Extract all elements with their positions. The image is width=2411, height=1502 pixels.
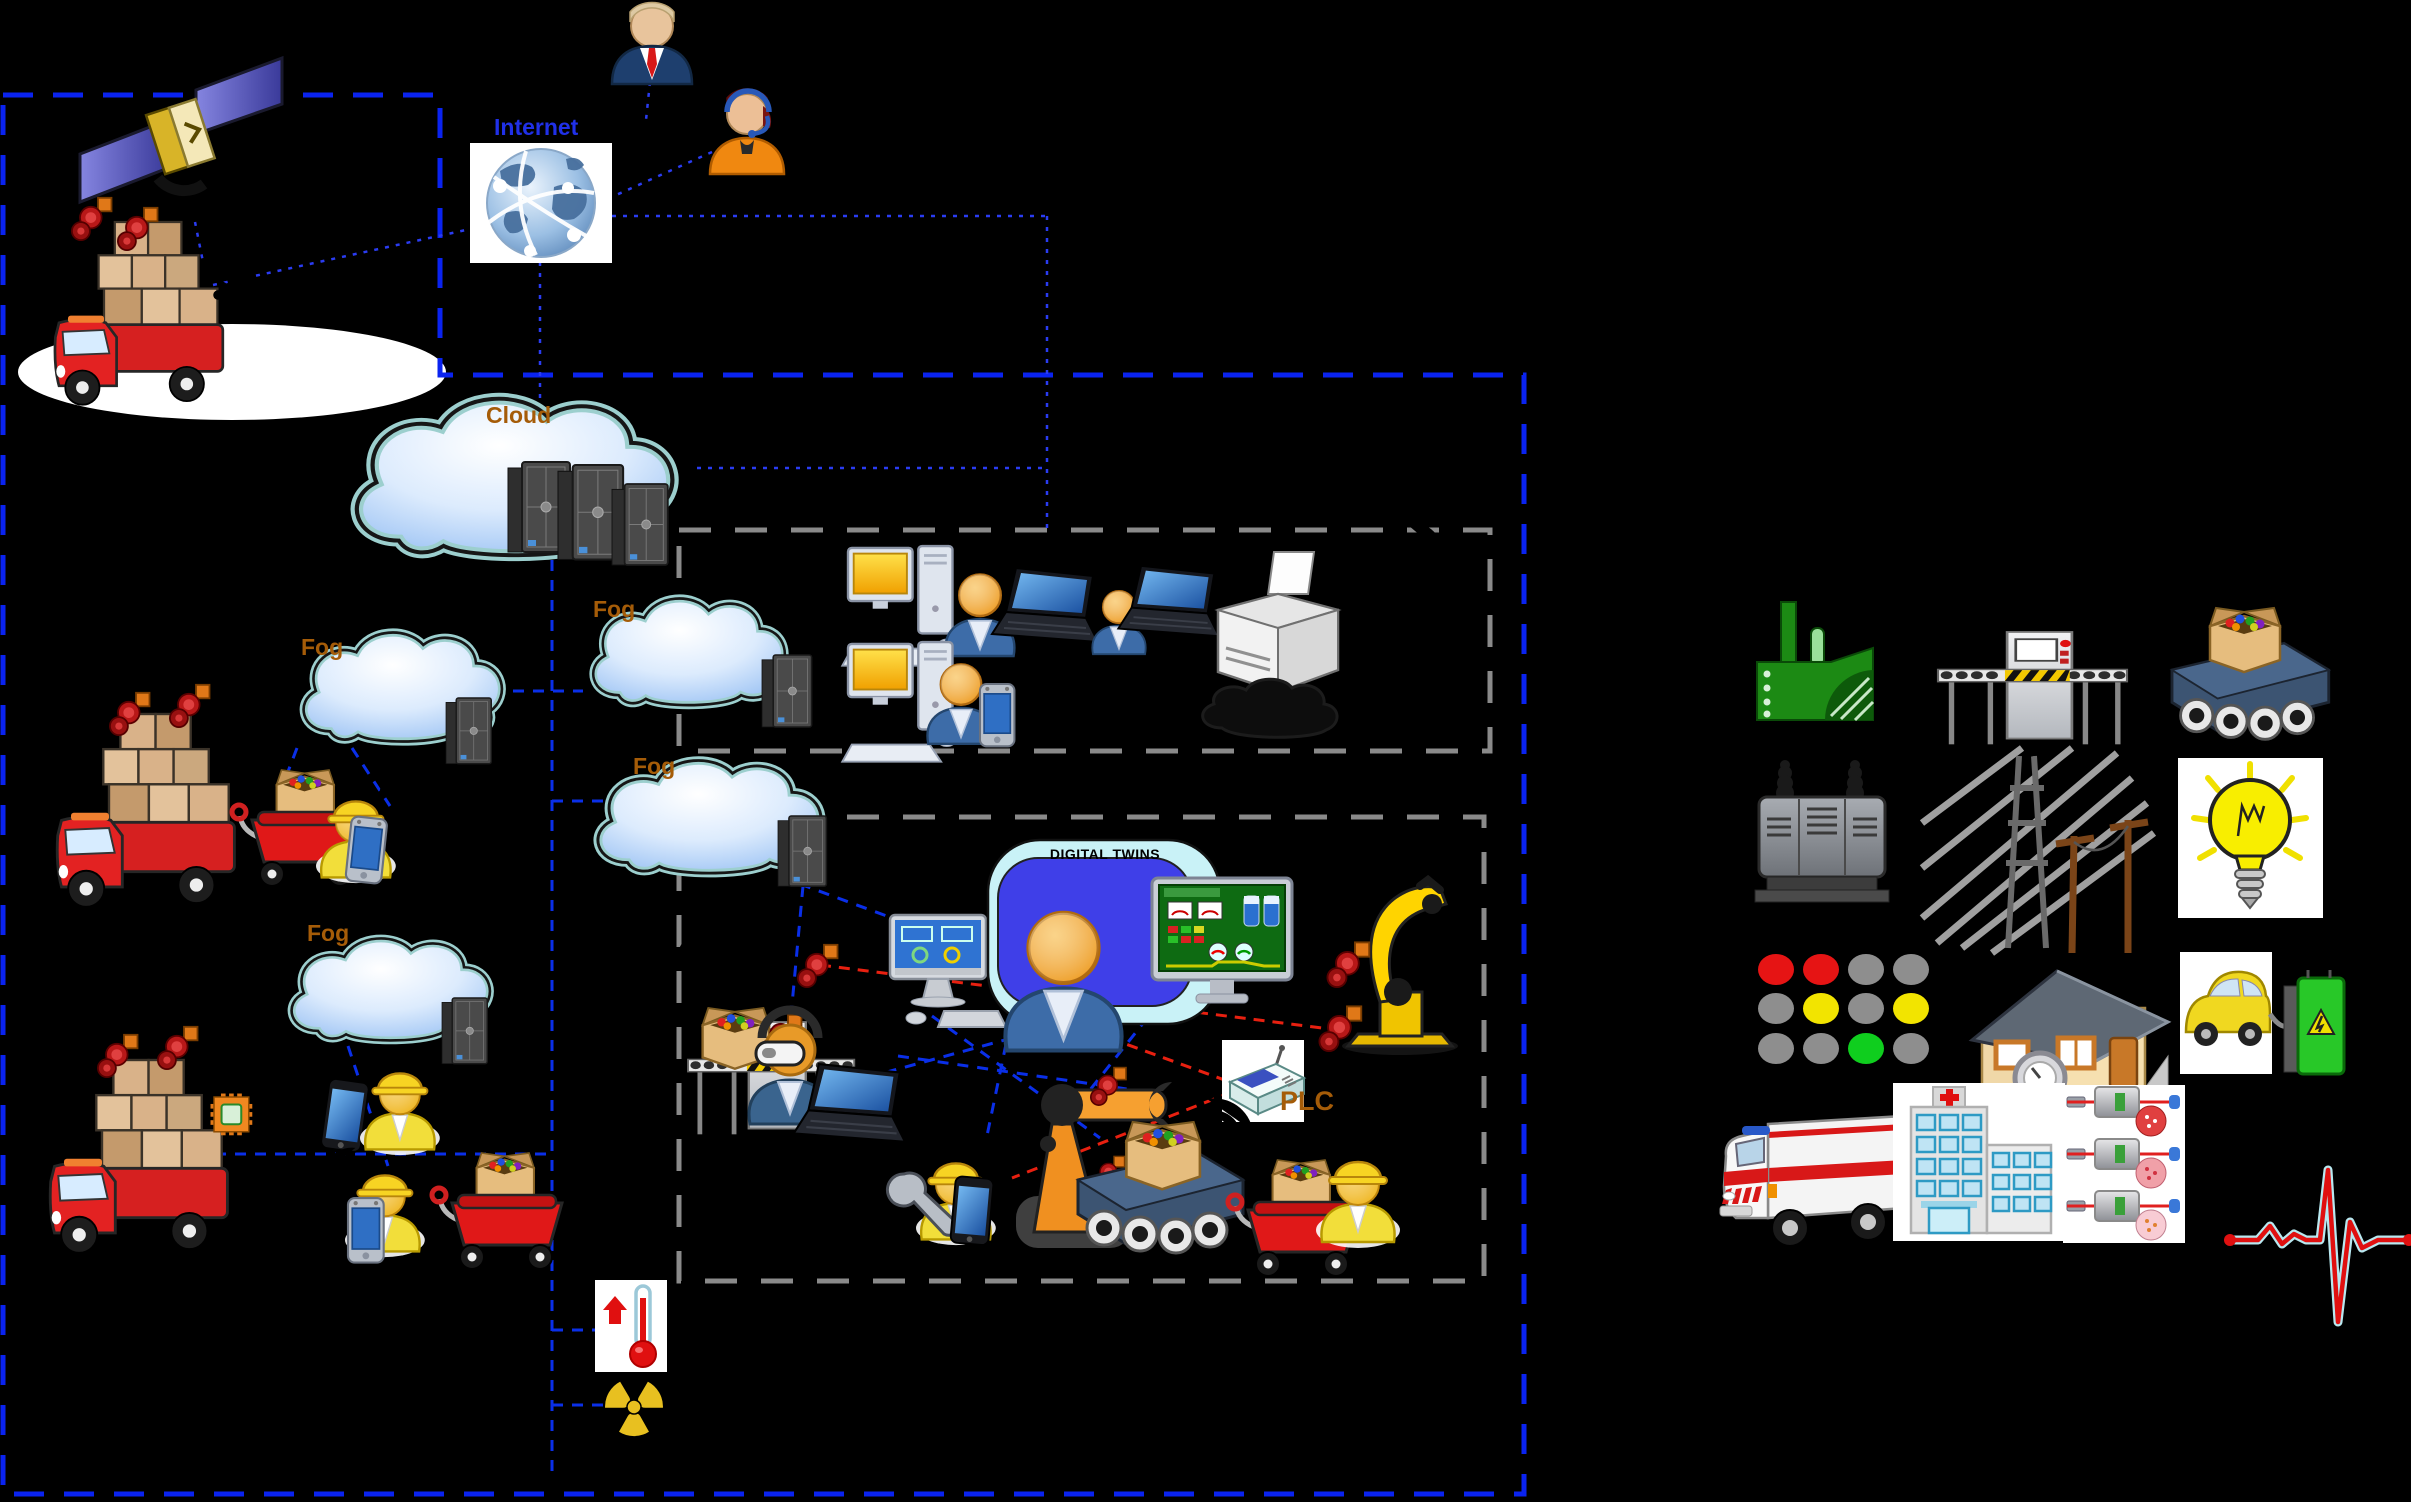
fog2-server [761,654,813,728]
support-agent-icon [710,89,784,174]
robot-sensor-a [1326,941,1371,988]
pda-fog1 [344,814,389,886]
conveyor-inspection-app-icon [1936,630,2129,746]
fog4-label: Fog [307,920,350,946]
traffic-lights-icon [1753,950,1933,1068]
power-transformer-icon [1753,758,1891,904]
traffic-dot-gray [1892,954,1929,986]
green-factory-icon [1755,600,1875,722]
laptop-2 [1117,564,1220,638]
wireless-printer-icon [1216,550,1340,694]
delivery-truck-3 [48,1058,229,1255]
box-of-parts-conveyorB [1125,1120,1202,1191]
hospital-icon [1891,1081,2067,1243]
traffic-dot-gray [1847,993,1884,1025]
traffic-dot-yellow [1892,993,1929,1025]
fog3-label: Fog [633,753,676,779]
biosensors-icon [2063,1085,2185,1243]
light-bulb-icon [2178,758,2323,918]
traffic-dot-gray [1892,1032,1929,1064]
delivery-truck-2 [55,712,236,909]
black-cloud-icon [1201,677,1339,739]
pda-fog1-wifi-icon [374,759,431,814]
traffic-dot-red [1802,954,1839,986]
wrench-wifi-small-icon [802,1175,854,1226]
office-zone-box [676,527,1493,754]
traffic-dot-green [1847,1032,1884,1064]
traffic-dot-gray [1757,993,1794,1025]
digital-twins-label: DIGITAL TWINS [1049,846,1161,862]
printer-wifi-icon [1381,511,1454,582]
vr-laptop-icon [792,1063,907,1143]
internet-label: Internet [494,114,579,140]
plc-label: PLC [1280,1086,1334,1116]
pda-office [978,682,1016,748]
rfid-chip-icon [209,1092,254,1137]
ecg-signal-icon [2224,1170,2411,1322]
fog1-server [445,697,492,765]
cloud-server-3 [611,483,669,566]
satellite-icon [80,58,282,202]
fog3-server [777,815,828,887]
traffic-dot-gray [1802,1032,1839,1064]
worker-truck3 [358,1072,441,1157]
conveyorA-wifi-icon [669,912,751,989]
truck1-sensor-a [71,196,113,242]
conveyorA-sensor-a [797,943,839,988]
cloud-label: Cloud [486,402,552,428]
fog4-server [441,997,488,1065]
box-of-parts-app-icon [2208,606,2282,674]
traffic-dot-yellow [1802,993,1839,1025]
ev-charging-icon [2180,952,2344,1074]
cargo-wagon-bottom [432,1153,562,1269]
fog1-label: Fog [301,634,344,660]
ambulance-icon [1718,1114,1906,1248]
internet-globe-icon [468,141,614,265]
radiation-sign-icon [600,1378,668,1437]
thermometer-alert-icon [593,1278,669,1374]
traffic-dot-gray [1847,954,1884,986]
traffic-dot-red [1757,954,1794,986]
truck2-wifi-icon [13,744,84,817]
traffic-dot-gray [1757,1032,1794,1064]
laptop-1 [991,567,1099,643]
factory-zone-box [676,814,1487,1284]
pda-worker-bottom [346,1196,385,1264]
wagon1-wifi-icon [222,721,279,776]
businessman-icon [610,1,694,86]
outer-system-boundary [0,92,1527,1497]
robot-arm-yellow-icon [1342,880,1458,1055]
maintenance-phone-icon [949,1175,995,1247]
truck3-wifi-icon [9,1078,80,1151]
wagon3-wifi-icon [461,1105,518,1160]
fog2-label: Fog [593,596,636,622]
power-lines-icon [1922,748,2154,953]
